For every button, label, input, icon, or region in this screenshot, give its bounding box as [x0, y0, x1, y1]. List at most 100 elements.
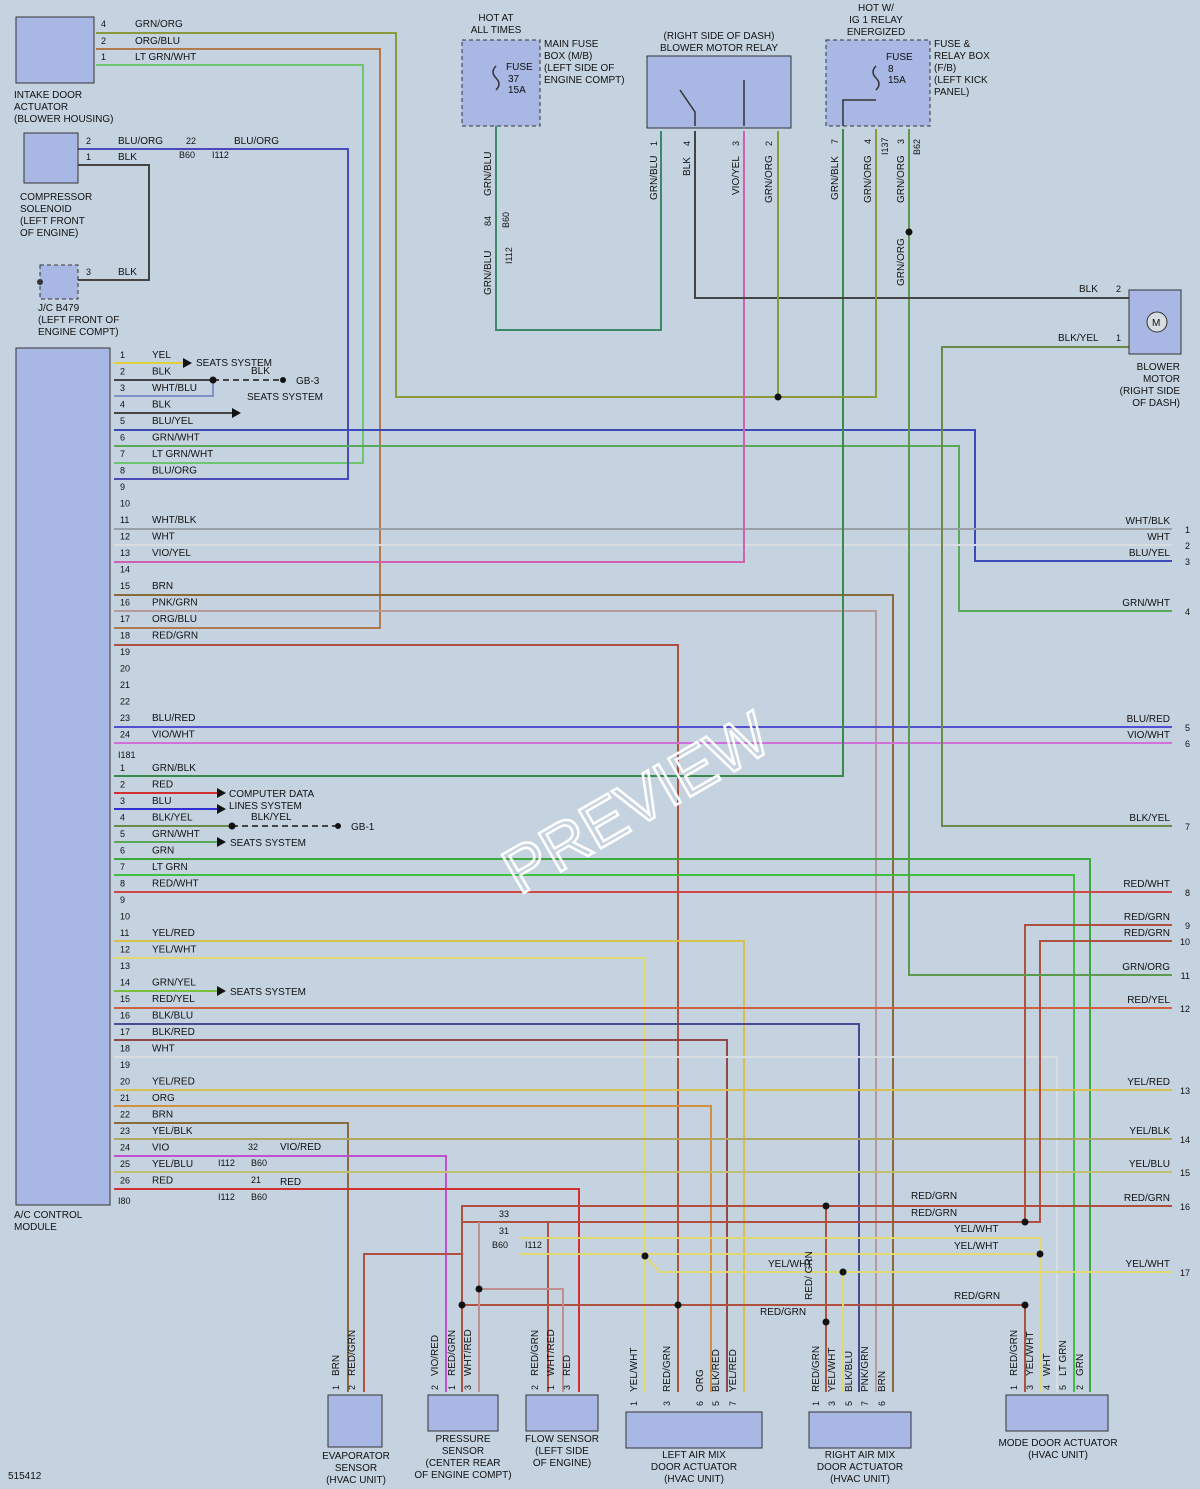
wire-brn-b22	[114, 1122, 349, 1392]
pin-relay-1: 1	[649, 141, 659, 146]
module-b-pin: 18	[120, 1044, 130, 1054]
left-air-mix-box	[625, 1411, 763, 1449]
right-wire-label: YEL/RED	[1127, 1077, 1170, 1088]
module-a-wire-label: WHT	[152, 532, 175, 543]
mode-bottom-wire-label: WHT	[1042, 1353, 1053, 1376]
ram-bottom-pin: 5	[844, 1401, 854, 1406]
ram-bottom-pin: 6	[877, 1401, 887, 1406]
fuse37-icon	[492, 65, 500, 91]
module-b-wire-label: YEL/BLK	[152, 1126, 193, 1137]
intake-door-actuator-box	[15, 16, 95, 84]
compressor-solenoid-caption-0: COMPRESSOR	[20, 192, 92, 203]
wire-grn-blu-fuse-relay	[495, 96, 662, 331]
module-a-wire-label: RED/GRN	[152, 631, 198, 642]
fuse37-amp: 15A	[508, 85, 526, 96]
hot-at-all-times-caption-0: HOT AT	[478, 13, 513, 24]
lam-bottom-wire-label: RED/GRN	[662, 1346, 673, 1392]
lam-bottom-wire-label: ORG	[695, 1369, 706, 1392]
pin-relay-2: 2	[764, 141, 774, 146]
fuse-relay-box-caption-2: (F/B)	[934, 63, 956, 74]
conn-b60-b: B60	[251, 1158, 267, 1168]
module-b-wire-label: BLK/RED	[152, 1027, 195, 1038]
conn-b60-a: B60	[179, 150, 195, 160]
wire-yel-red-b11	[114, 940, 745, 1392]
wire-grn-org-r11	[908, 129, 1172, 976]
pin-33: 33	[499, 1209, 509, 1219]
label-red-26: RED	[280, 1177, 301, 1188]
wire-red-grn-r9	[1024, 924, 1172, 1222]
module-a-wire-label: WHT/BLK	[152, 515, 197, 526]
lam-bottom-pin: 5	[711, 1401, 721, 1406]
conn-i112-e: I112	[504, 247, 514, 264]
press-bottom-wire-label: WHT/RED	[463, 1329, 474, 1376]
pin-fb-3: 3	[896, 139, 906, 144]
right-pin: 6	[1185, 739, 1190, 749]
pressure-sensor-caption-0: PRESSURE	[435, 1434, 490, 1445]
pin-intake-2: 2	[101, 36, 106, 46]
ac-control-module-box	[15, 347, 111, 1206]
module-b-wire-label: WHT	[152, 1044, 175, 1055]
label-p16-redgrn: RED/GRN	[911, 1191, 957, 1202]
wire-grn-blk-b1	[114, 129, 844, 777]
module-b-wire-label: BRN	[152, 1110, 173, 1121]
fuse37-num: 37	[508, 74, 520, 85]
wire-yel-wht-17b	[644, 1255, 843, 1273]
pin-21: 21	[251, 1175, 261, 1185]
module-a-pin: 22	[120, 697, 130, 707]
module-b-pin: 20	[120, 1077, 130, 1087]
compressor-solenoid-caption-3: OF ENGINE)	[20, 228, 78, 239]
label-p17-yelwht: YEL/WHT	[954, 1224, 998, 1235]
module-a-wire-label: BRN	[152, 581, 173, 592]
label-motor-1: BLK/YEL	[1058, 333, 1099, 344]
lam-bottom-wire-label: YEL/RED	[728, 1349, 739, 1392]
module-a-pin: 4	[120, 400, 125, 410]
label-fuse37-v2: GRN/BLU	[483, 251, 494, 295]
right-pin: 1	[1185, 525, 1190, 535]
right-wire-label: BLU/RED	[1127, 714, 1170, 725]
label-fuse37-v1: GRN/BLU	[483, 152, 494, 196]
jc-b479-caption-1: (LEFT FRONT OF	[38, 315, 119, 326]
module-a-pin: 2	[120, 367, 125, 377]
right-pin: 5	[1185, 723, 1190, 733]
module-b-wire-label: VIO	[152, 1143, 169, 1154]
gb3-ground-icon	[280, 377, 286, 383]
ram-bottom-wire-label: RED/GRN	[811, 1346, 822, 1392]
label-fb-7: GRN/BLK	[830, 156, 841, 200]
right-pin: 7	[1185, 822, 1190, 832]
label-rm-redgrn-v: RED/ GRN	[804, 1251, 815, 1300]
right-wire-label: WHT	[1147, 532, 1170, 543]
module-b-pin: 25	[120, 1159, 130, 1169]
left-air-mix-caption-2: (HVAC UNIT)	[664, 1474, 724, 1485]
pin-intake-1: 1	[101, 52, 106, 62]
wire-red-grn-r10	[1025, 940, 1172, 1223]
pin-fb-7: 7	[830, 139, 840, 144]
wire-org-blu-intake	[96, 48, 381, 629]
module-b-pin: 10	[120, 912, 130, 922]
wire-blu-org-compressor	[78, 148, 349, 480]
module-b-pin: 26	[120, 1176, 130, 1186]
intake-door-actuator-caption-2: (BLOWER HOUSING)	[14, 114, 113, 125]
module-a-wire-label: GRN/WHT	[152, 433, 200, 444]
module-b-pin: 1	[120, 763, 125, 773]
module-b-wire-label: GRN/WHT	[152, 829, 200, 840]
evap-bottom-pin: 1	[331, 1385, 341, 1390]
right-pin: 14	[1180, 1135, 1190, 1145]
label-p17c-yelwht: YEL/WHT	[768, 1259, 812, 1270]
ram-bottom-wire-label: PNK/GRN	[860, 1346, 871, 1392]
motor-icon	[1146, 311, 1168, 333]
conn-i112-b: I112	[218, 1158, 235, 1168]
right-wire-label: BLK/YEL	[1129, 813, 1170, 824]
pin-84: 84	[483, 216, 493, 226]
fuse-relay-box-caption-0: FUSE &	[934, 39, 970, 50]
right-wire-label: GRN/WHT	[1122, 598, 1170, 609]
main-fuse-box-caption-0: MAIN FUSE	[544, 39, 599, 50]
lam-bottom-pin: 7	[728, 1401, 738, 1406]
fuse-relay-box-caption-1: RELAY BOX	[934, 51, 990, 62]
hot-ig1-caption-0: HOT W/	[858, 3, 894, 14]
pin-relay-4: 4	[682, 141, 692, 146]
compressor-solenoid-caption-2: (LEFT FRONT	[20, 216, 85, 227]
pin-32: 32	[248, 1142, 258, 1152]
module-a-pin: 7	[120, 449, 125, 459]
wire-blk-yel-motor	[941, 346, 1172, 827]
